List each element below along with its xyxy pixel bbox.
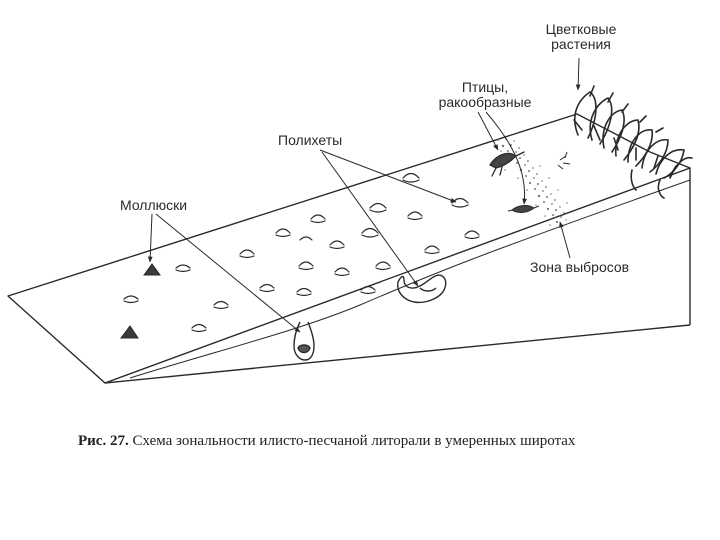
mollusc-shells bbox=[120, 263, 161, 339]
beach-top-surface bbox=[7, 113, 691, 384]
leader-polychaetes-1 bbox=[319, 149, 457, 203]
crustacean-drawing bbox=[507, 205, 540, 213]
figure-number: Рис. 27. bbox=[78, 433, 129, 449]
figure-caption-text: Схема зональности илисто-песчаной литора… bbox=[132, 433, 576, 449]
label-molluscs: Моллюски bbox=[120, 197, 188, 213]
beach-section-line bbox=[129, 179, 691, 379]
leader-birds-1 bbox=[477, 111, 499, 151]
label-flowering-plants-line2: растения bbox=[551, 36, 611, 52]
label-birds-line2: ракообразные bbox=[438, 94, 532, 110]
mollusc-shell bbox=[120, 325, 139, 339]
label-flowering-plants-line1: Цветковые bbox=[545, 21, 617, 37]
label-wrack-zone: Зона выбросов bbox=[530, 259, 630, 275]
label-birds-line1: Птицы, bbox=[461, 79, 509, 95]
polychaete-mounds bbox=[123, 172, 480, 333]
figure-caption: Рис. 27. Схема зональности илисто-песчан… bbox=[78, 433, 575, 450]
leader-molluscs-1 bbox=[147, 213, 153, 263]
label-birds-crustaceans: Птицы, ракообразные bbox=[430, 80, 540, 110]
leader-lines bbox=[147, 57, 581, 333]
clam-burrow bbox=[293, 321, 315, 361]
leader-flowering-plants bbox=[575, 57, 581, 91]
wrack-debris bbox=[557, 151, 571, 170]
label-flowering-plants: Цветковые растения bbox=[536, 22, 626, 52]
worm-burrows bbox=[293, 274, 447, 361]
label-polychaetes: Полихеты bbox=[278, 132, 343, 148]
leader-molluscs-2 bbox=[155, 213, 301, 333]
leader-birds-2 bbox=[485, 111, 528, 205]
lugworm-burrow bbox=[397, 274, 447, 304]
mollusc-shell bbox=[143, 263, 161, 276]
leader-wrack-zone bbox=[559, 221, 571, 259]
beach-slope bbox=[7, 113, 691, 384]
leader-polychaetes-2 bbox=[321, 151, 419, 287]
beach-bottom-edge bbox=[104, 324, 691, 384]
flowering-plants-drawing bbox=[573, 85, 693, 199]
